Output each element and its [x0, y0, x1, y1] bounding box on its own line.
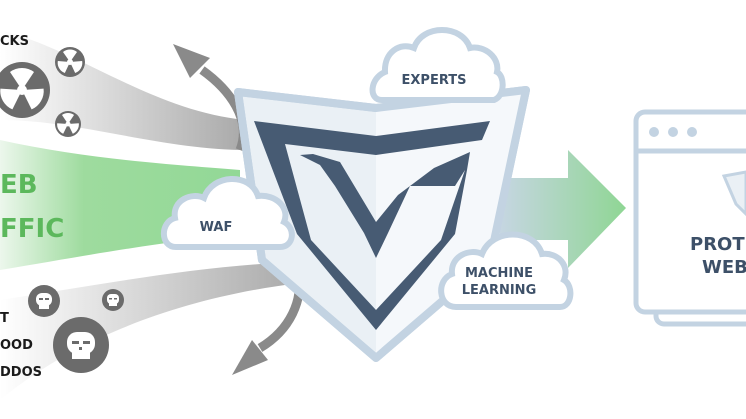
small-shield-icon [721, 170, 746, 217]
skull-icon [102, 289, 124, 311]
web-traffic-label-line1: EB [0, 170, 38, 200]
attacks-label: CKS [0, 34, 29, 49]
bots-label: T [0, 311, 9, 326]
skull-icon [53, 317, 109, 373]
radiation-icon [55, 47, 85, 77]
window-dot-icon [668, 127, 678, 137]
cloud-machine-learning: MACHINE LEARNING [438, 231, 574, 310]
cloud-experts: EXPERTS [369, 27, 506, 103]
flood-label: OOD [0, 338, 33, 353]
learning-label: LEARNING [462, 283, 537, 298]
cloud-waf: WAF [160, 176, 295, 250]
window-dot-icon [687, 127, 697, 137]
radiation-icon [0, 62, 50, 118]
waf-label: WAF [200, 220, 233, 235]
attack-stream-bottom [0, 262, 300, 400]
protected-website-window: PROT WEB [633, 109, 746, 327]
protected-label-line2: WEB [702, 257, 746, 278]
ddos-label: DDOS [0, 365, 42, 380]
web-traffic-label-line2: FFIC [0, 214, 64, 244]
protected-label-line1: PROT [690, 234, 745, 255]
w-logo-icon [254, 121, 490, 330]
shield-logo [234, 86, 530, 362]
skull-icon [28, 285, 60, 317]
window-dot-icon [649, 127, 659, 137]
radiation-icon [55, 111, 81, 137]
experts-label: EXPERTS [402, 73, 467, 88]
machine-label: MACHINE [465, 266, 533, 281]
